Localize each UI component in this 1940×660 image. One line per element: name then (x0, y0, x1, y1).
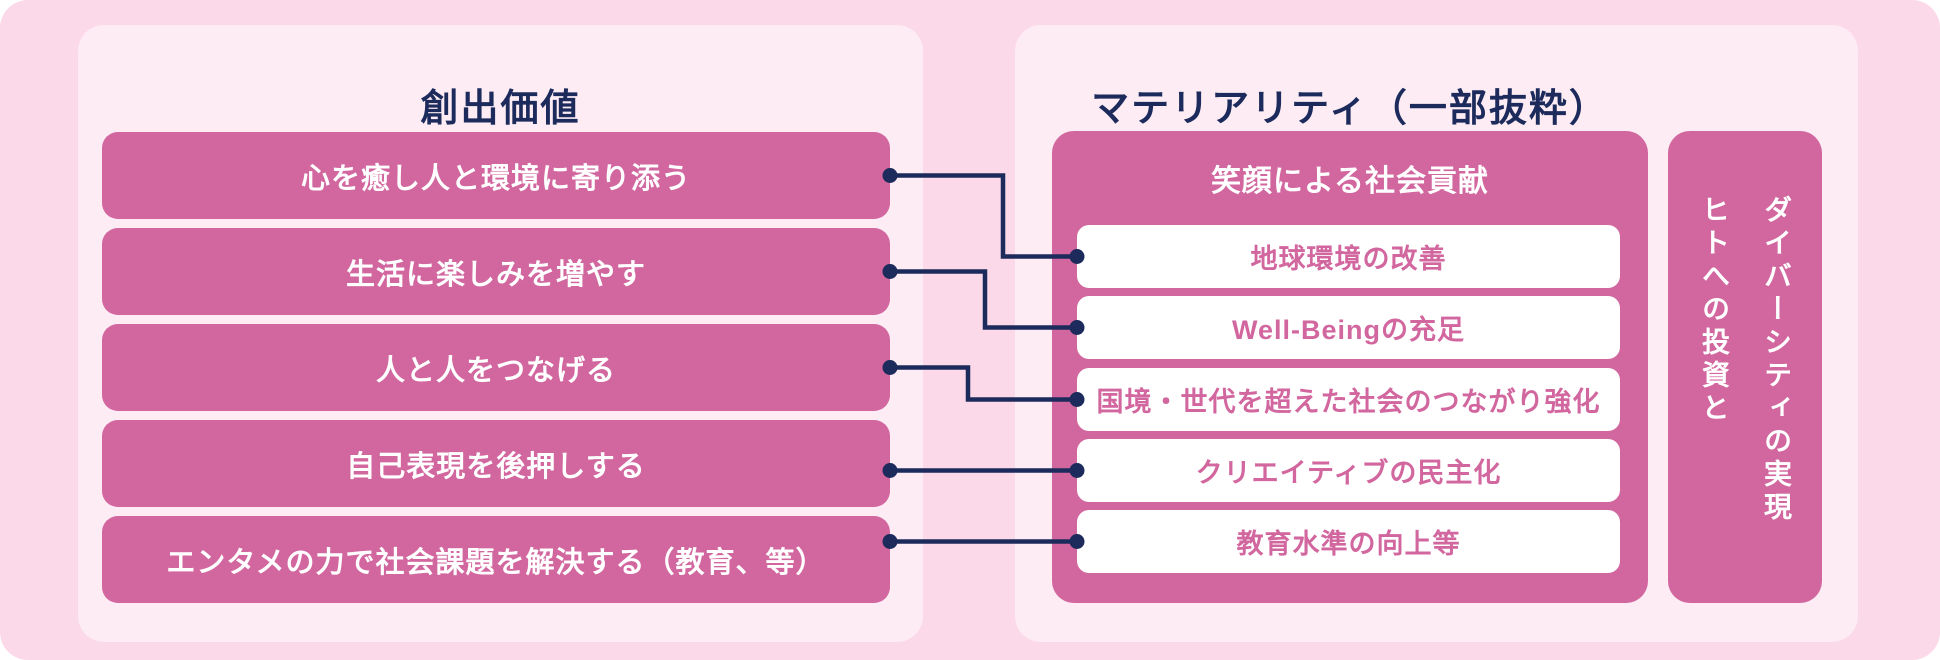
materiality-subitem: Well-Beingの充足 (1077, 296, 1620, 359)
people-investment-diversity-strip: ダイバーシティの実現 ヒトへの投資と (1668, 131, 1822, 603)
strip-vertical-text: ダイバーシティの実現 ヒトへの投資と (1683, 131, 1807, 603)
materiality-subitem-label: 教育水準の向上等 (1236, 529, 1461, 559)
value-item-label: 自己表現を後押しする (346, 450, 646, 483)
created-value-title: 創出価値 (420, 88, 581, 130)
value-item: エンタメの力で社会課題を解決する（教育、等） (102, 516, 890, 603)
group-header: 笑顔による社会貢献 (1210, 165, 1490, 198)
value-item-label: 生活に楽しみを増やす (345, 258, 646, 291)
social-contribution-group: 笑顔による社会貢献 地球環境の改善 Well-Beingの充足 国境・世代を超え… (1052, 131, 1648, 603)
materiality-subitem: 国境・世代を超えた社会のつながり強化 (1077, 368, 1620, 431)
value-item: 心を癒し人と環境に寄り添う (102, 132, 890, 219)
materiality-subitem: 教育水準の向上等 (1077, 510, 1620, 573)
value-item: 人と人をつなげる (102, 324, 890, 411)
materiality-panel: マテリアリティ（一部抜粋） 笑顔による社会貢献 地球環境の改善 Well-Bei… (1015, 25, 1858, 642)
value-item-label: 心を癒し人と環境に寄り添う (300, 162, 691, 195)
value-item: 自己表現を後押しする (102, 420, 890, 507)
created-value-panel: 創出価値 心を癒し人と環境に寄り添う 生活に楽しみを増やす 人と人をつなげる 自… (78, 25, 923, 642)
value-item-label: エンタメの力で社会課題を解決する（教育、等） (166, 546, 826, 579)
materiality-subitem: クリエイティブの民主化 (1077, 439, 1620, 502)
value-item: 生活に楽しみを増やす (102, 228, 890, 315)
value-item-label: 人と人をつなげる (375, 354, 616, 387)
materiality-subitem-label: クリエイティブの民主化 (1195, 458, 1502, 488)
materiality-subitem-label: 地球環境の改善 (1250, 244, 1447, 274)
materiality-subitem-label: 国境・世代を超えた社会のつながり強化 (1096, 387, 1601, 417)
materiality-title: マテリアリティ（一部抜粋） (1091, 88, 1609, 130)
vertical-text-line: ヒトへの投資と (1699, 195, 1730, 426)
vertical-text-line: ダイバーシティの実現 (1761, 195, 1792, 525)
materiality-subitem: 地球環境の改善 (1077, 225, 1620, 288)
materiality-subitem-label: Well-Beingの充足 (1231, 315, 1465, 345)
